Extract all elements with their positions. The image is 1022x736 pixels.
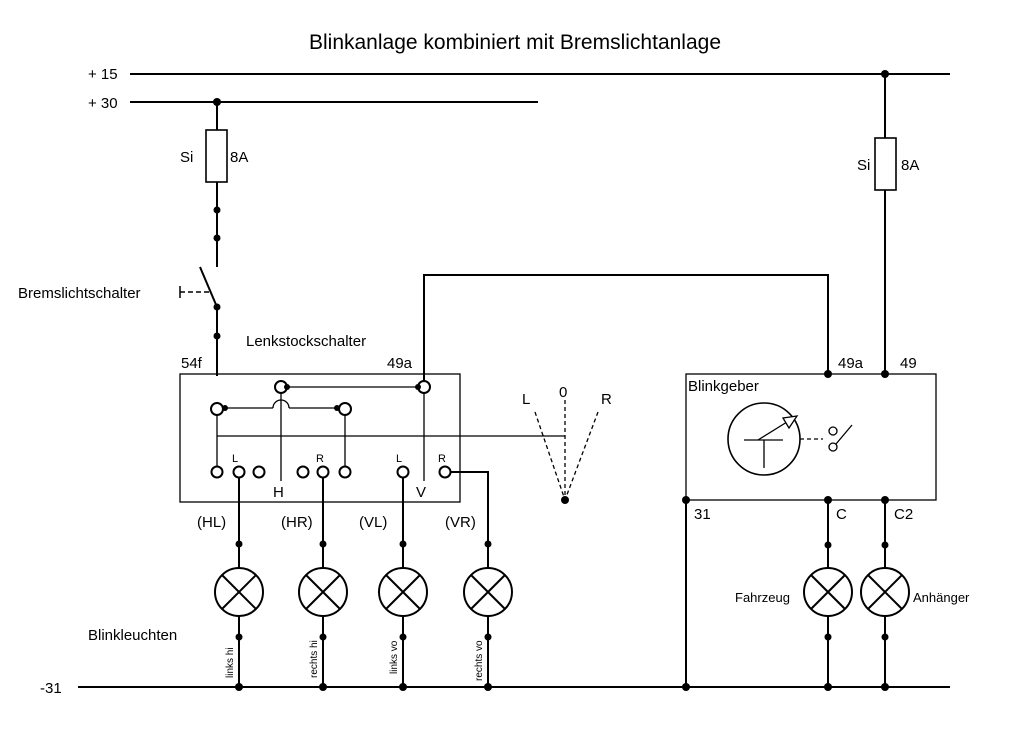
lamp-vl: (VL) links vo: [359, 478, 428, 691]
flasher-transistor-icon: [727, 402, 801, 476]
steering-switch-title: Lenkstockschalter: [246, 333, 366, 350]
flasher-relay-contact-icon: [800, 424, 853, 452]
brake-light-switch: Bremslichtschalter: [18, 266, 221, 376]
rail-plus15: + 15: [88, 66, 950, 83]
lamp-vr-code: (VR): [445, 514, 476, 531]
lamp-anhaenger-label: Anhänger: [913, 590, 970, 605]
contact-r1-label: R: [316, 453, 324, 465]
fuse-left-rating: 8A: [230, 149, 248, 166]
fuse-right-symbol: [874, 137, 897, 191]
switch-label-h: H: [273, 484, 284, 501]
flasher-term-49: 49: [900, 355, 917, 372]
lamps-group-label: Blinkleuchten: [88, 627, 177, 644]
fuse-right-rating: 8A: [901, 157, 919, 174]
rail-minus31-label: -31: [40, 680, 62, 697]
rail-plus30: + 30: [88, 95, 538, 112]
switch-label-v: V: [416, 484, 426, 501]
contact-brake-out: [338, 402, 352, 416]
lamp-hl-code: (HL): [197, 514, 226, 531]
contact-l2-label: L: [396, 453, 402, 465]
lamp-anhaenger: Anhänger: [860, 500, 970, 691]
flasher-title: Blinkgeber: [688, 378, 759, 395]
steering-term-54f: 54f: [181, 355, 203, 372]
steering-column-switch: Lenkstockschalter 54f 49a L R: [179, 333, 565, 503]
flasher-term-49a: 49a: [838, 355, 864, 372]
brake-switch-label: Bremslichtschalter: [18, 285, 141, 302]
lever-l-label: L: [522, 391, 530, 408]
flasher-term-c2: C2: [894, 506, 913, 523]
contact-l1-label: L: [232, 453, 238, 465]
contact-54f: [210, 402, 224, 416]
lamp-vr-desc: rechts vo: [474, 640, 485, 681]
lever-r-label: R: [601, 391, 612, 408]
lamp-hr-code: (HR): [281, 514, 313, 531]
fuse-left-name: Si: [180, 149, 193, 166]
rail-plus15-label: + 15: [88, 66, 118, 83]
fuse-left-symbol: [205, 129, 228, 183]
flasher-box: [685, 373, 937, 501]
flasher-term-c: C: [836, 506, 847, 523]
lever-zero-label: 0: [559, 384, 567, 401]
lamp-vl-desc: links vo: [389, 640, 400, 674]
lamp-hl: (HL) links hi: [197, 478, 264, 691]
right-feed-branch: Si 8A: [857, 70, 919, 374]
steering-switch-box: [179, 373, 461, 503]
rail-plus30-label: + 30: [88, 95, 118, 112]
turn-lever: L 0 R: [522, 384, 612, 504]
contact-r2-label: R: [438, 453, 446, 465]
lamp-hr-desc: rechts hi: [309, 640, 320, 678]
lamp-hr: (HR) rechts hi: [281, 478, 348, 691]
lamp-vl-code: (VL): [359, 514, 387, 531]
fuse-right-name: Si: [857, 157, 870, 174]
lamp-fahrzeug: Fahrzeug: [735, 500, 853, 691]
left-feed-branch: Si 8A: [180, 98, 248, 267]
lamp-fahrzeug-label: Fahrzeug: [735, 590, 790, 605]
rail-minus31: -31: [40, 680, 950, 697]
steering-term-49a: 49a: [387, 355, 413, 372]
lamp-vr: (VR) rechts vo: [445, 471, 513, 691]
lamp-hl-desc: links hi: [225, 647, 236, 678]
flasher-unit: Blinkgeber 49a 49 31 C C2: [682, 355, 937, 523]
wire-49a: [423, 274, 829, 381]
diagram-title: Blinkanlage kombiniert mit Bremslichtanl…: [309, 31, 721, 54]
flasher-term-31: 31: [694, 506, 711, 523]
